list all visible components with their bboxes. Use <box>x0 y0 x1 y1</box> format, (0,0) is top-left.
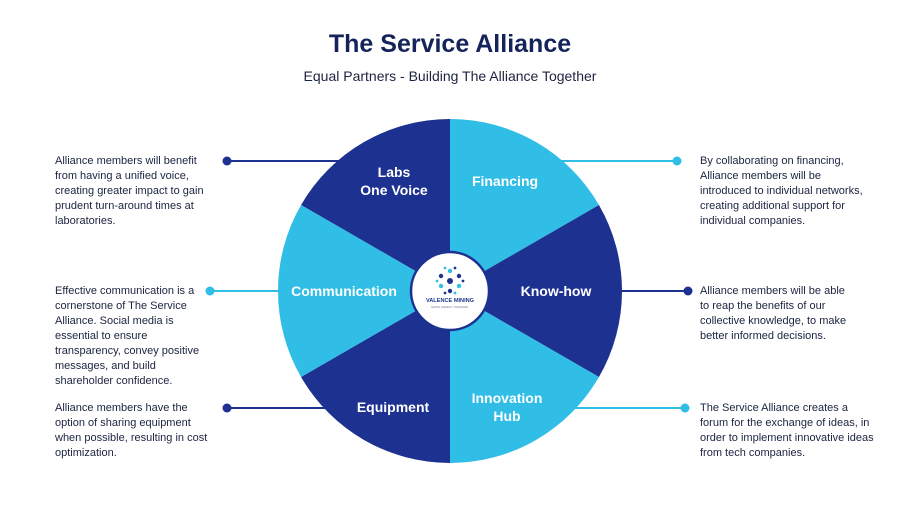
label-hub: Hub <box>493 408 520 424</box>
wheel-segments <box>277 118 623 464</box>
description-financing: By collaborating on financing, Alliance … <box>700 155 863 227</box>
label-communication: Communication <box>291 283 397 299</box>
description-innovation-hub: The Service Alliance creates a forum for… <box>700 402 874 459</box>
label-financing: Financing <box>472 173 538 189</box>
label-know-how: Know-how <box>521 283 592 299</box>
connector-dot-left-top <box>222 156 232 166</box>
label-equipment: Equipment <box>357 399 430 415</box>
description-know-how: Alliance members will be able to reap th… <box>700 285 847 342</box>
connector-dot-left-middle <box>205 286 215 296</box>
connector-dot-right-middle <box>683 286 693 296</box>
connector-dot-right-bottom <box>680 403 690 413</box>
center-logo: VALENCE MINING EARTH. ENERGY. TOGETHER. <box>409 250 491 332</box>
segment-equipment <box>301 291 450 463</box>
connectors <box>205 156 693 413</box>
segment-labels: Labs One Voice Financing Know-how Innova… <box>291 164 591 424</box>
logo-tagline: EARTH. ENERGY. TOGETHER. <box>431 305 469 309</box>
description-equipment: Alliance members have the option of shar… <box>55 402 208 459</box>
connector-dot-right-top <box>672 156 682 166</box>
logo-name: VALENCE MINING <box>426 298 474 304</box>
label-labs: Labs <box>378 164 411 180</box>
segment-communication <box>277 205 450 377</box>
page-subtitle: Equal Partners - Building The Alliance T… <box>303 68 597 84</box>
segment-innovation-hub <box>450 291 599 464</box>
label-one-voice: One Voice <box>360 182 428 198</box>
description-communication: Effective communication is a cornerstone… <box>55 285 200 387</box>
segment-labs-one-voice <box>301 119 450 291</box>
crystal-icon <box>435 266 465 295</box>
page-title: The Service Alliance <box>328 30 572 58</box>
label-innovation: Innovation <box>472 390 543 406</box>
connector-dot-left-bottom <box>222 403 232 413</box>
description-labs: Alliance members will benefit from havin… <box>55 155 204 227</box>
segment-financing <box>450 118 599 291</box>
segment-know-how <box>450 205 623 377</box>
